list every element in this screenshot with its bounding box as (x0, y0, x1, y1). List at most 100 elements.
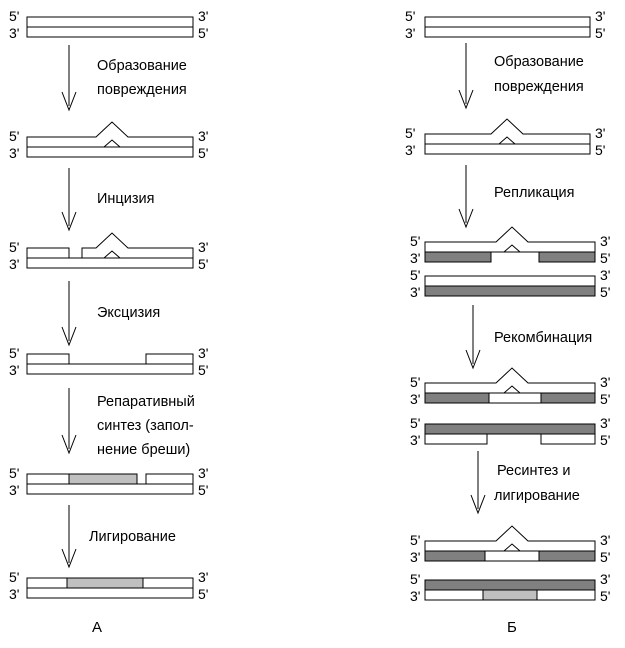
a-duplex-damaged: 5' 3' 3' 5' (9, 121, 208, 161)
end-label-5: 5' (405, 8, 415, 24)
top-strand-right (145, 353, 194, 365)
step-arrow (458, 43, 474, 110)
end-label-3: 3' (595, 125, 605, 141)
step-label: повреждения (494, 79, 584, 95)
end-label-3: 3' (198, 239, 208, 255)
daughter-strand-left (424, 251, 492, 263)
end-label-5: 5' (198, 145, 208, 161)
a-duplex-synthesis: 5' 3' 3' 5' (9, 465, 208, 498)
end-label-3: 3' (9, 256, 19, 272)
end-label-3: 3' (198, 569, 208, 585)
end-label-5: 5' (410, 233, 420, 249)
step-label: Репликация (494, 185, 575, 201)
daughter-strand-left (424, 550, 486, 562)
end-label-5: 5' (600, 284, 610, 300)
step-arrow (61, 505, 77, 569)
b-duplex-recombined: 5' 3' 3' 5' (410, 367, 610, 407)
step-arrow (465, 305, 481, 370)
end-label-3: 3' (600, 415, 610, 431)
lesion-mark (498, 136, 516, 145)
panel-a: 5' 3' 3' 5' Образование повреждения 5' 3… (9, 8, 208, 636)
bottom-strand (424, 26, 591, 38)
end-label-3: 3' (595, 8, 605, 24)
end-label-3: 3' (405, 142, 415, 158)
a-duplex-intact: 5' 3' 3' 5' (9, 8, 208, 41)
end-label-5: 5' (600, 588, 610, 604)
top-strand (424, 16, 591, 28)
bottom-strand-left (424, 433, 488, 445)
end-label-3: 3' (410, 250, 420, 266)
end-label-3: 3' (198, 128, 208, 144)
end-label-5: 5' (9, 8, 19, 24)
end-label-3: 3' (405, 25, 415, 41)
parent-strand-with-lesion (424, 226, 596, 253)
end-label-5: 5' (600, 432, 610, 448)
bottom-strand (424, 143, 591, 155)
b-duplex-resynthesized: 5' 3' 3' 5' (410, 525, 610, 565)
end-label-3: 3' (9, 145, 19, 161)
end-label-3: 3' (198, 345, 208, 361)
lesion-mark (503, 244, 521, 253)
recombined-patch (488, 392, 542, 404)
end-label-3: 3' (410, 432, 420, 448)
bottom-strand (26, 587, 194, 599)
end-label-5: 5' (410, 571, 420, 587)
end-label-5: 5' (9, 569, 19, 585)
end-label-5: 5' (198, 362, 208, 378)
panel-label: А (92, 619, 102, 636)
end-label-3: 3' (600, 532, 610, 548)
end-label-3: 3' (600, 374, 610, 390)
a-duplex-excision: 5' 3' 3' 5' (9, 345, 208, 378)
step-label: Репаративный (97, 394, 195, 410)
bottom-strand (26, 257, 194, 269)
end-label-5: 5' (9, 345, 19, 361)
lesion-mark (503, 543, 521, 552)
recombined-patch (484, 550, 540, 562)
end-label-5: 5' (595, 25, 605, 41)
lesion-mark (103, 139, 121, 148)
end-label-5: 5' (9, 465, 19, 481)
step-label: нение бреши) (97, 442, 190, 458)
step-arrow (458, 165, 474, 229)
end-label-5: 5' (600, 549, 610, 565)
b-duplex-sister-resynthesized: 5' 3' 3' 5' (410, 571, 610, 604)
end-label-5: 5' (600, 391, 610, 407)
step-label: Эксцизия (97, 305, 160, 321)
parent-strand-with-lesion (424, 367, 596, 394)
top-strand (424, 423, 596, 435)
end-label-5: 5' (198, 586, 208, 602)
end-label-3: 3' (9, 586, 19, 602)
step-arrow (61, 168, 77, 232)
end-label-3: 3' (600, 571, 610, 587)
bottom-strand (26, 146, 194, 158)
top-strand-left (26, 247, 70, 259)
end-label-5: 5' (198, 256, 208, 272)
panel-label: Б (507, 619, 517, 636)
end-label-5: 5' (410, 374, 420, 390)
step-label: Образование (97, 58, 187, 74)
bottom-strand (26, 26, 194, 38)
step-label: Инцизия (97, 191, 154, 207)
top-strand-right (145, 473, 194, 485)
step-label: лигирование (494, 488, 580, 504)
new-synthesis-patch (68, 473, 138, 485)
top-strand (424, 579, 596, 591)
b-duplex-replicated-gap: 5' 3' 3' 5' (410, 226, 610, 266)
end-label-5: 5' (405, 125, 415, 141)
end-label-5: 5' (410, 267, 420, 283)
end-label-5: 5' (9, 128, 19, 144)
step-arrow (61, 45, 77, 112)
end-label-3: 3' (410, 588, 420, 604)
bottom-strand (26, 363, 194, 375)
step-label: Ресинтез и (497, 463, 570, 479)
end-label-3: 3' (600, 233, 610, 249)
b-duplex-sister-gap: 5' 3' 3' 5' (410, 415, 610, 448)
end-label-5: 5' (9, 239, 19, 255)
end-label-3: 3' (9, 482, 19, 498)
new-synthesis-patch (66, 577, 144, 589)
top-strand-with-lesion (81, 232, 194, 259)
a-duplex-incision: 5' 3' 3' 5' (9, 232, 208, 272)
end-label-5: 5' (198, 482, 208, 498)
panel-b: 5' 3' 3' 5' Образование повреждения 5' 3… (405, 8, 610, 636)
lesion-mark (103, 250, 121, 259)
